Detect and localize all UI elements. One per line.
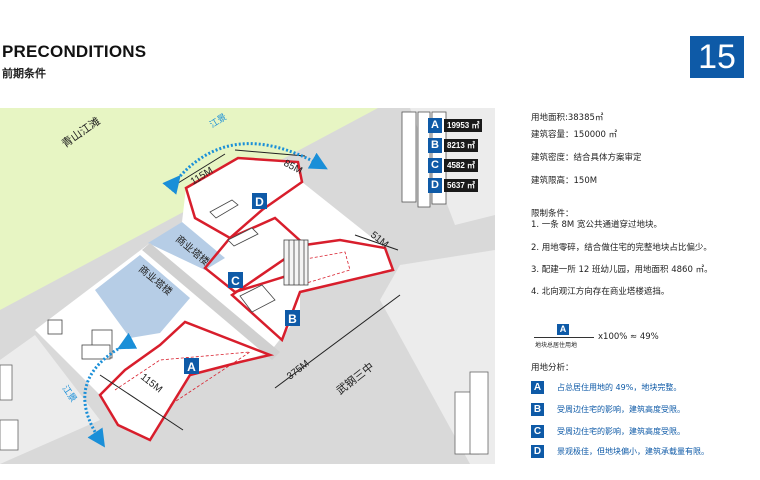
formula-fraction-line xyxy=(534,337,594,338)
analysis-badge-c: C xyxy=(531,424,544,438)
buildings-bottom-left xyxy=(0,364,19,451)
condition-1: 1. 一条 8M 宽公共通道穿过地块。 xyxy=(531,220,662,230)
commercial-tower-zone-upper xyxy=(148,222,225,270)
building-b-block xyxy=(239,284,276,313)
setback-line-a xyxy=(114,351,251,406)
analysis-badge-a: A xyxy=(531,380,544,394)
analysis-item-d: D 景观极佳，但地块偏小，建筑承载量有限。 xyxy=(531,444,709,458)
page-title: PRECONDITIONS xyxy=(2,42,147,61)
area-value-d: 5637 ㎡ xyxy=(444,179,479,192)
info-land-area: 用地面积:38385㎡ xyxy=(531,113,604,123)
area-value-c: 4582 ㎡ xyxy=(444,159,479,172)
view-arrow-top xyxy=(162,142,328,195)
setback-line-b xyxy=(299,251,351,286)
svg-text:B: B xyxy=(288,312,297,326)
condition-4: 4. 北向观江方向存在商业塔楼遮挡。 xyxy=(531,287,670,297)
site-plan-map: 青山江滩 江景 江景 商业塔楼 商业塔楼 武钢三中 115M 85M 51M 3… xyxy=(0,108,495,464)
analysis-item-b: B 受周边住宅的影响，建筑高度受限。 xyxy=(531,402,685,416)
svg-text:A: A xyxy=(187,360,196,374)
svg-text:D: D xyxy=(255,195,264,209)
formula-denominator: 地块总居住用地 xyxy=(535,342,578,349)
area-badge-c: C xyxy=(428,158,442,173)
condition-3: 3. 配建一所 12 班幼儿园，用地面积 4860 ㎡。 xyxy=(531,265,713,275)
area-value-b: 8213 ㎡ xyxy=(444,139,479,152)
analysis-text-c: 受周边住宅的影响，建筑高度受限。 xyxy=(557,426,685,436)
area-badge-a: A xyxy=(428,118,442,133)
area-row-c: C 4582 ㎡ xyxy=(428,158,479,173)
analysis-title: 用地分析： xyxy=(531,363,574,373)
view-arrow-left xyxy=(83,332,138,448)
area-badge-b: B xyxy=(428,138,442,153)
page-number-badge: 15 xyxy=(690,36,744,78)
page-subtitle: 前期条件 xyxy=(2,67,46,80)
public-passage xyxy=(142,243,280,360)
analysis-item-a: A 占总居住用地的 49%，地块完整。 xyxy=(531,380,681,394)
building-d-slabs xyxy=(209,199,259,247)
plot-badge-d: D xyxy=(252,193,267,209)
analysis-badge-d: D xyxy=(531,444,544,458)
plot-b-outline xyxy=(229,238,395,343)
plot-badge-a: A xyxy=(184,358,199,374)
conditions-title: 限制条件： xyxy=(531,209,574,219)
formula-badge: A xyxy=(557,324,569,335)
info-height-limit: 建筑限高：150M xyxy=(531,176,598,186)
area-value-a: 19953 ㎡ xyxy=(444,119,483,132)
buildings-bottom-right xyxy=(454,371,489,455)
analysis-item-c: C 受周边住宅的影响，建筑高度受限。 xyxy=(531,424,685,438)
commercial-tower-zone-lower xyxy=(95,255,190,338)
area-badge-d: D xyxy=(428,178,442,193)
plot-badge-c: C xyxy=(228,272,243,288)
area-row-d: D 5637 ㎡ xyxy=(428,178,479,193)
formula-result: x100% ≈ 49% xyxy=(598,332,659,342)
urban-block-sw xyxy=(0,335,100,464)
area-row-b: B 8213 ㎡ xyxy=(428,138,479,153)
analysis-text-d: 景观极佳，但地块偏小，建筑承载量有限。 xyxy=(557,446,709,456)
condition-2: 2. 用地零碎，结合做住宅的完整地块占比偏少。 xyxy=(531,243,712,253)
building-c-tower xyxy=(283,239,309,286)
analysis-text-a: 占总居住用地的 49%，地块完整。 xyxy=(557,382,682,392)
svg-text:C: C xyxy=(231,274,240,288)
plot-badge-b: B xyxy=(285,310,300,326)
info-density: 建筑密度：结合具体方案审定 xyxy=(531,153,642,163)
info-floor-area: 建筑容量：150000 ㎡ xyxy=(531,130,618,140)
analysis-badge-b: B xyxy=(531,402,544,416)
analysis-text-b: 受周边住宅的影响，建筑高度受限。 xyxy=(557,404,685,414)
area-row-a: A 19953 ㎡ xyxy=(428,118,483,133)
